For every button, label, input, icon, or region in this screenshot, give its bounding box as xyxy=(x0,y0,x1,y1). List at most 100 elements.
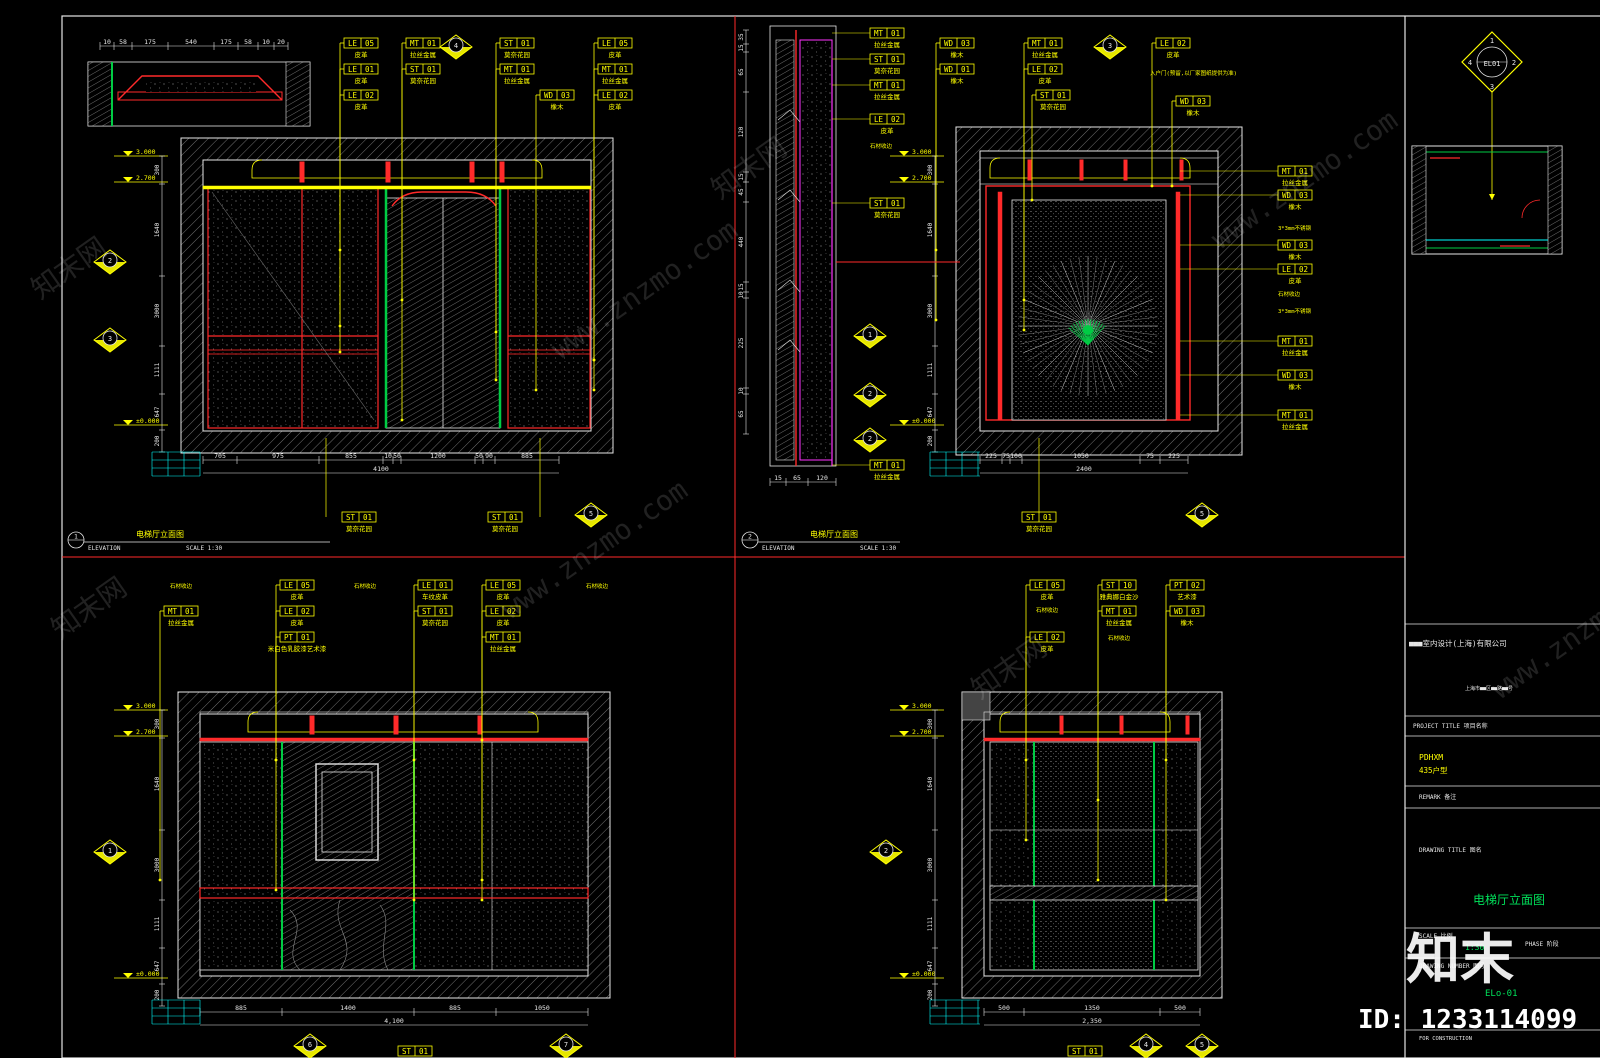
leader-dot xyxy=(1024,838,1028,842)
dim-value: 3000 xyxy=(154,857,161,872)
panel-center xyxy=(281,741,415,971)
dim-value: 3000 xyxy=(927,303,934,318)
leader-dot xyxy=(534,388,538,392)
key-label: EL01 xyxy=(1484,60,1501,68)
fan-ray xyxy=(1087,323,1104,346)
level-triangle xyxy=(123,731,133,736)
dim-value: 225 xyxy=(1168,452,1180,460)
tag-number: 01 xyxy=(1049,39,1058,48)
dim-value: 885 xyxy=(235,1004,247,1012)
key-door-swing xyxy=(1521,199,1541,219)
tag-number: 02 xyxy=(1049,65,1058,74)
tag-note: 拉丝金属 xyxy=(874,40,900,49)
dim-value: 225 xyxy=(738,337,745,348)
marker-fill xyxy=(1186,515,1218,527)
dim-value: 3000 xyxy=(927,857,934,872)
tag-number: 01 xyxy=(439,581,448,590)
level-mark: 3.000 xyxy=(890,702,944,711)
tag-code: LE xyxy=(348,65,358,74)
ray xyxy=(1078,256,1089,327)
corner-block xyxy=(961,691,991,721)
watermark-text: 知末网 xyxy=(25,231,113,306)
tag-number: 01 xyxy=(619,65,628,74)
tag-note: 皮革 xyxy=(291,592,305,601)
key-arrowhead xyxy=(1489,194,1495,200)
dim-value: 300 xyxy=(154,718,161,729)
level-value: ±0.000 xyxy=(136,417,160,425)
tag-note: 皮革 xyxy=(1041,644,1055,653)
section-cladding xyxy=(799,39,833,461)
tag-number: 02 xyxy=(301,607,310,616)
tag-note: 橡木 xyxy=(1187,108,1201,117)
key-mark: 4 xyxy=(1468,59,1472,67)
tag-code: LE xyxy=(1032,65,1042,74)
dim-value: 225 xyxy=(985,452,997,460)
sheet-frame xyxy=(61,15,1600,1058)
dim-value: 3000 xyxy=(154,303,161,318)
section-marker: 2 xyxy=(869,839,903,865)
level-value: 2.700 xyxy=(136,174,156,182)
tag-number: 01 xyxy=(427,39,436,48)
dim-value: 200 xyxy=(154,435,161,446)
tag-number: 01 xyxy=(427,65,436,74)
level-mark: 2.700 xyxy=(114,728,168,737)
marker-number: 4 xyxy=(454,42,458,50)
ray xyxy=(1087,256,1098,327)
ray xyxy=(1087,325,1153,354)
phase-label: PHASE 阶段 xyxy=(1525,940,1559,948)
marker-number: 5 xyxy=(1200,510,1204,518)
dim-value: 1200 xyxy=(430,452,446,460)
dim-value: 50 xyxy=(393,452,401,460)
level-triangle xyxy=(123,151,133,156)
dim-value: 855 xyxy=(345,452,357,460)
dim-value: 705 xyxy=(214,452,226,460)
level-mark: ±0.000 xyxy=(890,417,944,426)
section-marker: 1 xyxy=(93,839,127,865)
dim-value: 35 xyxy=(738,33,745,41)
tag-code: WD xyxy=(1282,371,1292,380)
tag-number: 02 xyxy=(1177,39,1186,48)
note-text: 3*3mm不锈钢 xyxy=(1278,307,1312,315)
dim-value: 500 xyxy=(1174,1004,1186,1012)
tag-code: LE xyxy=(1160,39,1170,48)
tag-note: 皮革 xyxy=(1039,76,1053,85)
tag-code: MT xyxy=(504,65,514,74)
tag-note: 皮革 xyxy=(497,618,511,627)
level-mark: ±0.000 xyxy=(114,970,168,979)
tag-number: 01 xyxy=(1057,91,1066,100)
marker-circle xyxy=(862,326,878,342)
tag-code: LE xyxy=(1034,581,1044,590)
detail-band xyxy=(117,91,283,101)
tag-note: 拉丝金属 xyxy=(1282,178,1308,187)
dim-value: 65 xyxy=(738,68,745,76)
tag-code: PT xyxy=(1174,581,1184,590)
dim-value: 15 xyxy=(738,283,745,291)
leader-dot xyxy=(494,330,498,334)
tag-note: 橡木 xyxy=(551,102,565,111)
dim-total: 4,100 xyxy=(384,1017,404,1025)
ceiling-light xyxy=(477,715,483,735)
marker-fill xyxy=(294,1046,326,1058)
ray xyxy=(1087,290,1149,327)
tag-number: 02 xyxy=(1191,581,1200,590)
ray xyxy=(1060,261,1089,327)
panel-center-stone xyxy=(1033,741,1155,971)
marker-number: 6 xyxy=(308,1041,312,1049)
key-mark: 3 xyxy=(1490,83,1494,91)
dim-value: 200 xyxy=(154,989,161,1000)
tag-code: WD xyxy=(1180,97,1190,106)
leader-dot xyxy=(934,318,938,322)
dim-value: 885 xyxy=(449,1004,461,1012)
note-text: 石材收边 xyxy=(870,142,893,150)
marker-number: 2 xyxy=(884,847,888,855)
marker-number: 2 xyxy=(108,257,112,265)
dim-total: 2,350 xyxy=(1082,1017,1102,1025)
